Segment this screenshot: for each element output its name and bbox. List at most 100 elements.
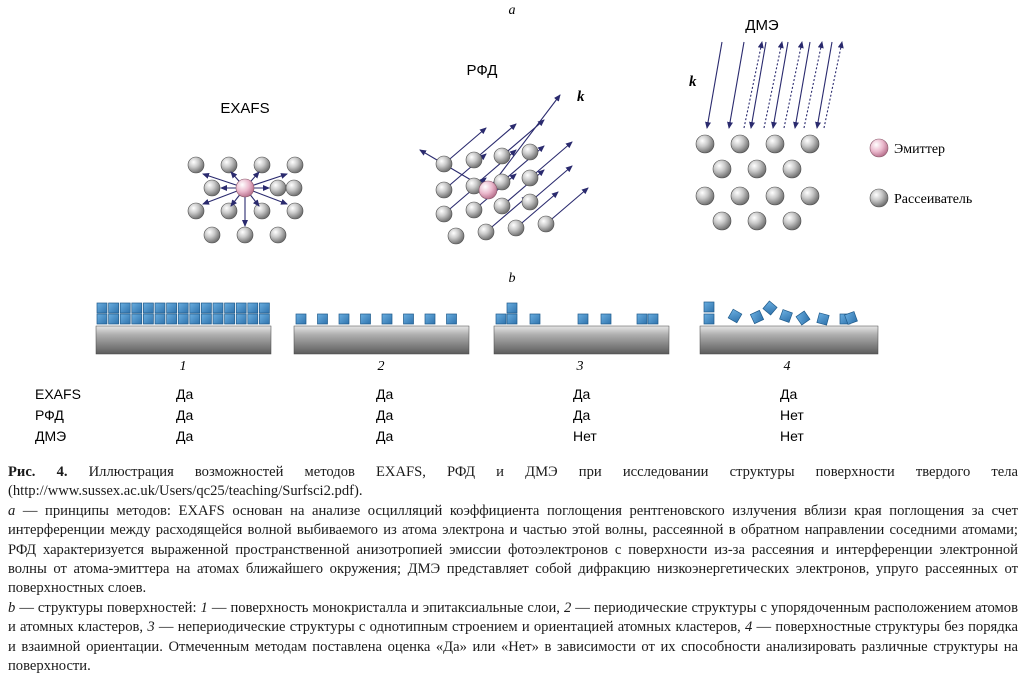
cluster-tile <box>844 311 858 325</box>
cluster-tile <box>749 309 765 325</box>
caption-b-intro: — структуры поверхностей: <box>15 599 201 616</box>
cluster-tile <box>446 313 457 325</box>
figure-illustration: a b EXAFS РФД ДМЭ k k Эмиттер Рассеивате… <box>35 3 972 444</box>
panel-a-letter: a <box>509 3 516 18</box>
cluster-tile <box>212 313 224 325</box>
arrow <box>763 41 784 129</box>
emitter-atom <box>478 180 498 200</box>
scatterer-atom <box>220 202 238 220</box>
cluster-tile <box>381 313 393 325</box>
caption-b-letter: b <box>8 599 16 616</box>
cluster-tile <box>119 313 131 325</box>
figure-caption: Рис. 4. Иллюстрация возможностей методов… <box>8 463 1018 676</box>
cluster-tile <box>119 302 131 314</box>
cluster-tile <box>247 313 259 325</box>
rfd-cluster <box>419 94 589 245</box>
scatterer-atom <box>695 186 715 206</box>
cluster-tile <box>201 302 212 314</box>
scatterer-atom <box>747 211 767 231</box>
arrow <box>803 41 824 129</box>
cluster-tile <box>131 302 143 314</box>
scatterer-atom <box>447 227 465 245</box>
scatterer-atom <box>477 223 495 241</box>
cluster-tile <box>703 313 715 325</box>
scatterer-atom <box>187 202 205 220</box>
scatterer-atom <box>203 179 221 197</box>
scatterer-legend-icon <box>869 188 889 208</box>
method-title-exafs: EXAFS <box>220 100 269 117</box>
caption-b-item-3: 3 <box>147 619 155 636</box>
substrate-2 <box>293 325 470 355</box>
cluster-tile <box>154 302 166 314</box>
scatterer-atom <box>800 134 820 154</box>
scatterer-atom <box>521 193 539 211</box>
caption-a-letter: a <box>8 502 16 519</box>
cluster-tile <box>166 313 177 325</box>
surface-number-3: 3 <box>576 359 584 374</box>
cluster-tile <box>647 313 659 325</box>
cluster-tile <box>360 313 371 325</box>
cluster-tile <box>224 313 235 325</box>
cluster-tile <box>154 313 166 325</box>
table-cell: Да <box>176 428 193 444</box>
scatterer-atom <box>782 211 802 231</box>
scatterer-atom <box>465 151 483 169</box>
scatterer-atom <box>695 134 715 154</box>
arrow <box>443 127 487 165</box>
caption-title-paragraph: Рис. 4. Иллюстрация возможностей методов… <box>8 463 1018 502</box>
cluster-tile <box>108 313 119 325</box>
cluster-tile <box>235 302 247 314</box>
scatterer-atom <box>187 156 205 174</box>
arrow <box>743 41 764 129</box>
caption-title: Иллюстрация возможностей методов EXAFS, … <box>8 464 1018 500</box>
legend-scatterer-label: Рассеиватель <box>894 192 972 207</box>
cluster-tile <box>189 302 201 314</box>
emitter-legend-icon <box>869 138 889 158</box>
caption-b-text-1: — поверхность монокристалла и эпитаксиал… <box>207 599 564 616</box>
table-cell: Нет <box>780 428 804 444</box>
cluster-tile <box>636 313 648 325</box>
table-cell: Да <box>176 386 193 402</box>
cluster-tile <box>108 302 119 314</box>
cluster-tile <box>495 313 507 325</box>
substrate-1 <box>95 325 272 355</box>
cluster-tile <box>506 313 518 325</box>
scatterer-atom <box>712 211 732 231</box>
arrow <box>545 187 589 225</box>
caption-b-paragraph: b — структуры поверхностей: 1 — поверхно… <box>8 599 1018 677</box>
caption-b-item-4: 4 <box>745 619 753 636</box>
rfd-k-label: k <box>577 89 585 105</box>
cluster-tile <box>201 313 212 325</box>
cluster-tile <box>235 313 247 325</box>
scatterer-atom <box>253 202 271 220</box>
cluster-tile <box>189 313 201 325</box>
arrow <box>485 195 529 233</box>
cluster-tile <box>762 300 778 316</box>
scatterer-atom <box>537 215 555 233</box>
caption-b-item-1: 1 <box>200 599 208 616</box>
scatterer-atom <box>269 226 287 244</box>
scatterer-atom <box>507 219 525 237</box>
cluster-tile <box>600 313 612 325</box>
scatterer-atom <box>800 186 820 206</box>
scatterer-atom <box>521 143 539 161</box>
caption-a-paragraph: a — принципы методов: EXAFS основан на а… <box>8 502 1018 599</box>
scatterer-atom <box>435 181 453 199</box>
scatterer-atom <box>493 147 511 165</box>
arrow <box>793 41 811 129</box>
table-cell: Да <box>573 407 590 423</box>
scatterer-atom <box>747 159 767 179</box>
arrow <box>515 191 559 229</box>
table-cell: Нет <box>780 407 804 423</box>
cluster-tile <box>727 308 743 324</box>
arrow <box>815 41 833 129</box>
scatterer-atom <box>493 197 511 215</box>
caption-a-text: — принципы методов: EXAFS основан на ана… <box>8 502 1018 597</box>
table-method-rfd: РФД <box>35 407 64 423</box>
arrow <box>529 165 573 203</box>
arrow <box>529 141 573 179</box>
surface-number-4: 4 <box>784 359 791 374</box>
substrate-3 <box>493 325 670 355</box>
table-cell: Да <box>780 386 797 402</box>
cluster-tile <box>166 302 177 314</box>
